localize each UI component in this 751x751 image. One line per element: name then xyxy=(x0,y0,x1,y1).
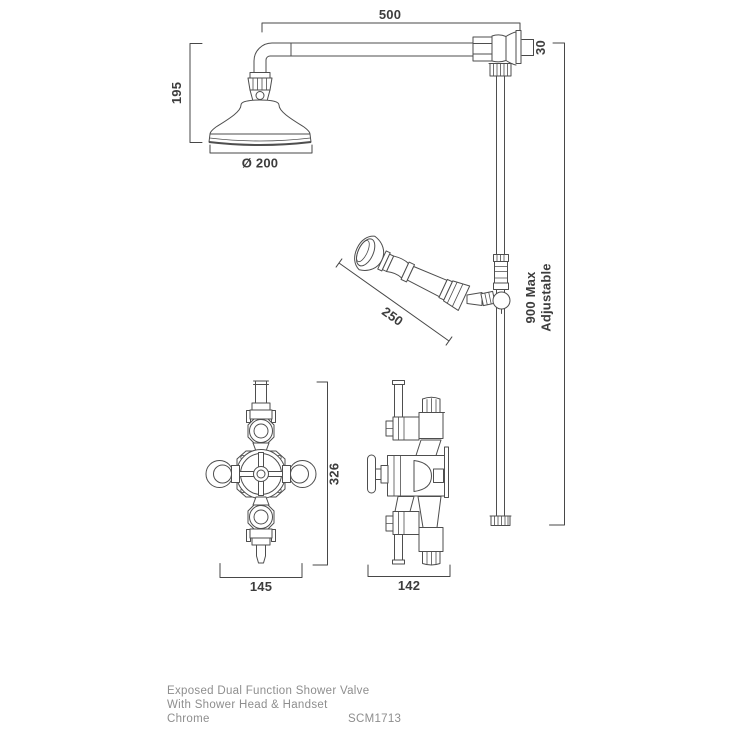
dim-valve-height-label: 326 xyxy=(327,463,342,485)
bracket-pivot xyxy=(492,291,511,310)
dim-wall-fitting-label: 30 xyxy=(533,40,548,55)
product-title-line2: With Shower Head & Handset xyxy=(167,699,328,711)
dim-arm-length: 500 xyxy=(261,7,521,33)
dim-valve-width-front-label: 145 xyxy=(250,579,272,594)
dim-valve-height: 326 xyxy=(312,381,342,566)
product-title-line1: Exposed Dual Function Shower Valve xyxy=(167,685,369,697)
wall-plate-side xyxy=(444,446,449,498)
shower-arm xyxy=(253,42,474,79)
bottom-knob xyxy=(249,505,273,529)
product-code: SCM1713 xyxy=(348,713,401,725)
footer: Exposed Dual Function Shower Valve With … xyxy=(167,685,401,725)
dim-head-drop-label: 195 xyxy=(169,82,184,104)
wall-tee-fitting xyxy=(472,30,522,77)
dim-wall-fitting: 30 xyxy=(521,39,548,56)
riser-bottom-nut xyxy=(489,515,512,526)
dim-valve-depth-side: 142 xyxy=(367,564,451,593)
dim-riser-label-line2: Adjustable xyxy=(539,263,554,331)
handset-handle xyxy=(406,265,448,298)
handset-holder-cup xyxy=(442,280,471,311)
dim-head-drop: 195 xyxy=(169,43,203,143)
valve-side-view xyxy=(367,380,449,566)
top-knob xyxy=(249,419,273,443)
cross-handle-bar xyxy=(367,454,376,494)
head-bell xyxy=(209,99,311,135)
dim-arm-length-label: 500 xyxy=(379,7,401,22)
dim-head-diameter: Ø 200 xyxy=(209,144,313,171)
dim-valve-width-front: 145 xyxy=(219,563,303,594)
product-finish: Chrome xyxy=(167,713,210,725)
dim-riser-label-line1: 900 Max xyxy=(523,271,538,324)
shower-head xyxy=(208,72,312,146)
dim-riser-adjustable: 900 Max Adjustable xyxy=(523,42,565,526)
slider-bracket xyxy=(466,254,511,314)
head-swivel-nut xyxy=(247,77,273,91)
dim-head-diameter-label: Ø 200 xyxy=(242,156,278,171)
dim-valve-depth-side-label: 142 xyxy=(398,578,420,593)
cartridge-dome xyxy=(413,460,432,492)
valve-front-view xyxy=(205,380,317,564)
holder-arm xyxy=(466,292,483,306)
handset xyxy=(354,235,471,311)
wall-flange-plate xyxy=(515,30,522,64)
